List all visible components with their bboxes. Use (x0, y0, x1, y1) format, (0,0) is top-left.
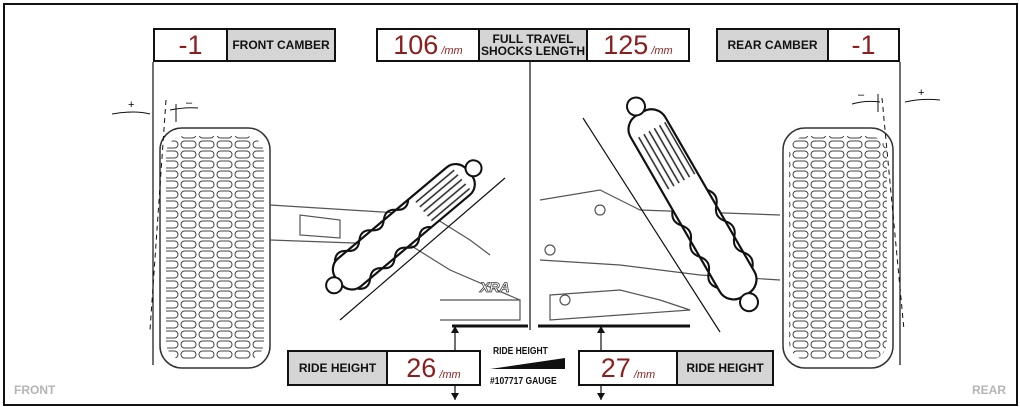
front-camber-box: -1 FRONT CAMBER (153, 28, 336, 62)
front-camber-value: -1 (178, 29, 203, 60)
ride-height-gauge-icon (490, 358, 565, 369)
rear-ride-height-value: 27 (600, 352, 631, 383)
front-ride-height-unit: /mm (439, 369, 461, 381)
rear-camber-box: REAR CAMBER -1 (716, 28, 900, 62)
rear-camber-plus: + (918, 87, 924, 99)
rear-tire-icon (782, 127, 894, 369)
rear-shock-length-value: 125 (603, 29, 649, 60)
front-shock-length: 106 /mm (378, 30, 478, 60)
front-shock-length-line (339, 177, 506, 321)
gauge-part-number: #107717 GAUGE (490, 376, 557, 387)
rear-shock-icon (626, 96, 759, 313)
shock-length-label-line1: FULL TRAVEL (492, 32, 574, 46)
rear-shock-length-unit: /mm (651, 45, 673, 57)
rear-ride-height-box: 27 /mm RIDE HEIGHT (578, 350, 774, 386)
front-corner-label: FRONT (14, 383, 56, 397)
rear-ride-height-unit: /mm (633, 369, 656, 381)
rear-shock-length-line (582, 117, 721, 333)
front-shock-length-unit: /mm (441, 45, 463, 57)
rear-ride-height-label: RIDE HEIGHT (676, 352, 772, 384)
rear-camber-label: REAR CAMBER (718, 30, 827, 60)
rear-corner-label: REAR (971, 383, 1006, 397)
rear-shock-length: 125 /mm (586, 30, 688, 60)
front-camber-plus: + (128, 99, 134, 111)
rear-camber-minus: – (858, 89, 865, 101)
front-suspension-arm (269, 204, 521, 321)
front-camber-angle-line (149, 99, 167, 331)
front-ride-height-box: RIDE HEIGHT 26 /mm (287, 350, 481, 386)
front-shock-length-value: 106 (393, 29, 439, 60)
front-camber-label: FRONT CAMBER (226, 30, 334, 60)
front-ride-height-value-cell: 26 /mm (386, 352, 479, 384)
gauge-title: RIDE HEIGHT (493, 346, 548, 357)
shock-length-label-line2: SHOCKS LENGTH (480, 44, 585, 58)
front-shock-icon (325, 159, 483, 295)
chassis-logo: XRA (479, 279, 510, 295)
shock-length-label: FULL TRAVEL SHOCKS LENGTH (478, 30, 586, 60)
front-tire-icon (159, 127, 271, 369)
front-ride-height-label: RIDE HEIGHT (289, 352, 386, 384)
rear-ride-height-value-cell: 27 /mm (580, 352, 676, 384)
shock-length-box: 106 /mm FULL TRAVEL SHOCKS LENGTH 125 /m… (376, 28, 690, 62)
rear-camber-value: -1 (827, 30, 898, 60)
front-camber-minus: – (186, 97, 193, 109)
front-ride-height-value: 26 (406, 352, 437, 383)
rear-camber-angle-line (881, 97, 905, 331)
